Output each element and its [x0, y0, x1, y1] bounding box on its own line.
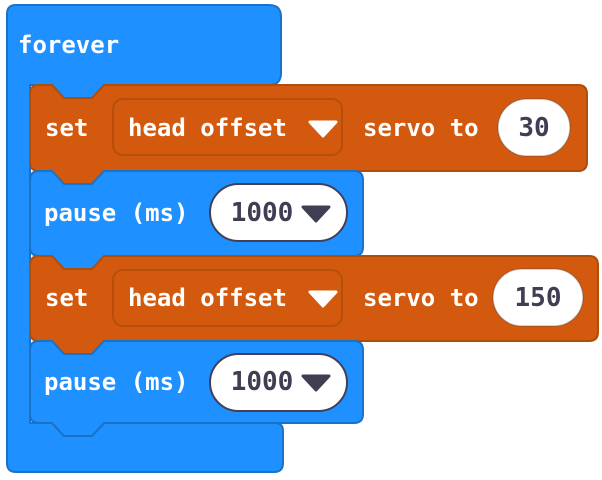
servo-value-field-2-pill[interactable] [492, 268, 584, 327]
pause-duration-dropdown-2-pill[interactable] [209, 353, 348, 412]
pause-label: pause (ms) [44, 199, 189, 227]
servo-to-label: servo to [363, 114, 479, 142]
pause-block-2[interactable]: pause (ms) 1000 [29, 340, 364, 437]
dropdown-chevron-icon [308, 290, 338, 308]
dropdown-chevron-icon [308, 120, 338, 138]
set-label: set [45, 114, 88, 142]
servo-value-field-1-pill[interactable] [497, 98, 571, 157]
set-label: set [45, 284, 88, 312]
pause-duration-dropdown-2[interactable]: 1000 [209, 353, 348, 412]
servo-select-dropdown-2-value: head offset [128, 284, 287, 312]
servo-value-field-2[interactable]: 150 [492, 268, 584, 327]
servo-value-field-1-value: 30 [518, 113, 549, 143]
servo-select-dropdown-2[interactable]: head offset [112, 269, 343, 327]
forever-block-shape[interactable] [6, 4, 284, 473]
servo-value-field-1[interactable]: 30 [497, 98, 571, 157]
pause-label: pause (ms) [44, 368, 189, 396]
pause-duration-dropdown-1[interactable]: 1000 [209, 183, 348, 242]
servo-select-dropdown-1[interactable]: head offset [112, 98, 343, 156]
servo-select-dropdown-2-field[interactable] [112, 269, 343, 327]
forever-block[interactable]: forever [6, 4, 284, 473]
servo-to-label: servo to [363, 284, 479, 312]
pause-block-1[interactable]: pause (ms) 1000 [29, 170, 364, 270]
servo-value-field-2-value: 150 [515, 283, 562, 313]
servo-select-dropdown-1-field[interactable] [112, 98, 343, 156]
forever-label: forever [18, 31, 119, 59]
pause-duration-dropdown-2-value: 1000 [231, 367, 294, 397]
servo-select-dropdown-1-value: head offset [128, 114, 287, 142]
dropdown-chevron-icon [301, 374, 331, 392]
pause-duration-dropdown-1-pill[interactable] [209, 183, 348, 242]
set-servo-block-1[interactable]: set head offset servo to 30 [29, 84, 588, 185]
dropdown-chevron-icon [301, 205, 331, 223]
set-servo-block-2[interactable]: set head offset servo to 150 [29, 255, 599, 355]
pause-duration-dropdown-1-value: 1000 [231, 198, 294, 228]
